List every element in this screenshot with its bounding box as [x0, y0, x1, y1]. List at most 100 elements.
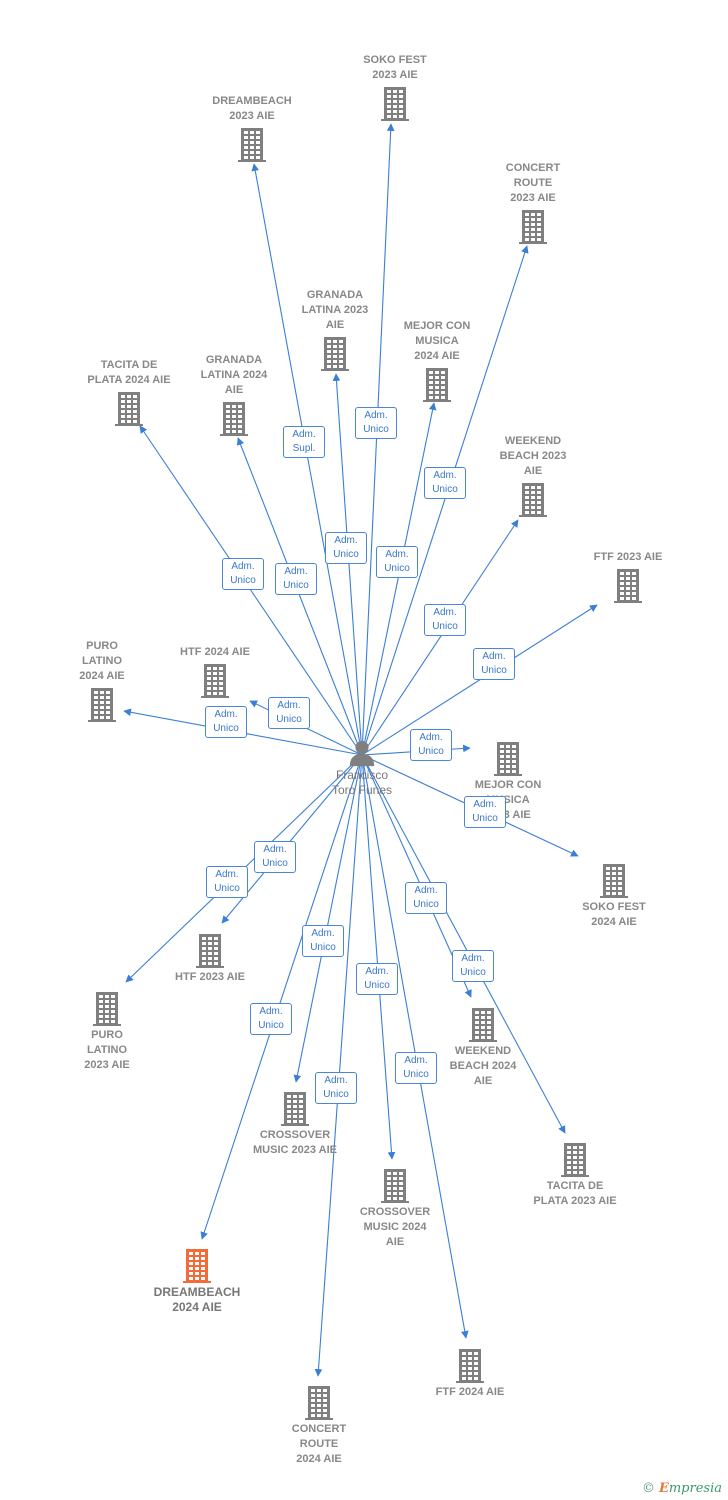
company-label: CONCERT ROUTE 2023 AIE — [505, 162, 561, 204]
company-label: PURO LATINO 2023 AIE — [84, 1029, 130, 1071]
relation-box-mejor-con-musica-2024[interactable]: Adm. Unico — [376, 546, 418, 578]
company-node-weekend-beach-2024[interactable]: WEEKEND BEACH 2024 AIE — [423, 1006, 543, 1089]
company-node-crossover-music-2023[interactable]: CROSSOVER MUSIC 2023 AIE — [235, 1090, 355, 1158]
company-node-tacita-de-plata-2024[interactable]: TACITA DE PLATA 2024 AIE — [69, 358, 189, 426]
brand-initial: E — [658, 1481, 669, 1496]
company-label: GRANADA LATINA 2024 AIE — [200, 354, 268, 396]
company-node-dreambeach-2023[interactable]: DREAMBEACH 2023 AIE — [192, 94, 312, 162]
relation-box-granada-latina-2023[interactable]: Adm. Unico — [325, 532, 367, 564]
relation-box-weekend-beach-2023[interactable]: Adm. Unico — [424, 604, 466, 636]
edge-granada-latina-2024 — [236, 437, 363, 756]
building-icon — [561, 1143, 589, 1177]
building-icon — [600, 864, 628, 898]
building-icon — [93, 992, 121, 1026]
company-node-soko-fest-2024[interactable]: SOKO FEST 2024 AIE — [554, 862, 674, 930]
edge-concert-route-2024 — [314, 754, 363, 1377]
building-icon — [469, 1008, 497, 1042]
person-node[interactable]: Francisco Toro Funes — [307, 738, 417, 798]
company-label: GRANADA LATINA 2023 AIE — [301, 289, 369, 331]
building-icon — [519, 483, 547, 517]
relation-box-ftf-2024[interactable]: Adm. Unico — [395, 1052, 437, 1084]
company-node-htf-2023[interactable]: HTF 2023 AIE — [150, 932, 270, 985]
company-label: FTF 2023 AIE — [593, 551, 663, 563]
company-node-htf-2024[interactable]: HTF 2024 AIE — [155, 645, 275, 698]
relation-box-crossover-music-2024[interactable]: Adm. Unico — [356, 963, 398, 995]
company-label: HTF 2024 AIE — [180, 646, 250, 658]
building-icon — [238, 128, 266, 162]
building-icon — [321, 337, 349, 371]
relation-box-concert-route-2023[interactable]: Adm. Unico — [424, 467, 466, 499]
company-node-mejor-con-musica-2024[interactable]: MEJOR CON MUSICA 2024 AIE — [377, 319, 497, 402]
relation-box-mejor-con-musica-2023[interactable]: Adm. Unico — [410, 729, 452, 761]
relation-box-ftf-2023[interactable]: Adm. Unico — [473, 648, 515, 680]
relation-box-tacita-de-plata-2024[interactable]: Adm. Unico — [222, 558, 264, 590]
relation-box-dreambeach-2023[interactable]: Adm. Supl. — [283, 426, 325, 458]
company-node-concert-route-2023[interactable]: CONCERT ROUTE 2023 AIE — [473, 161, 593, 244]
company-label: SOKO FEST 2023 AIE — [363, 54, 427, 81]
brand-name: mpresia — [668, 1481, 722, 1496]
company-node-weekend-beach-2023[interactable]: WEEKEND BEACH 2023 AIE — [473, 434, 593, 517]
building-icon — [614, 569, 642, 603]
relation-box-soko-fest-2024[interactable]: Adm. Unico — [464, 796, 506, 828]
company-node-ftf-2023[interactable]: FTF 2023 AIE — [568, 550, 688, 603]
building-icon — [88, 688, 116, 722]
company-label: FTF 2024 AIE — [435, 1386, 505, 1398]
building-icon — [381, 87, 409, 121]
company-node-soko-fest-2023[interactable]: SOKO FEST 2023 AIE — [335, 53, 455, 121]
edge-concert-route-2023 — [361, 245, 529, 756]
company-node-granada-latina-2023[interactable]: GRANADA LATINA 2023 AIE — [275, 288, 395, 371]
building-icon — [423, 368, 451, 402]
edge-crossover-music-2023 — [293, 754, 363, 1083]
edge-tacita-de-plata-2024 — [139, 425, 363, 756]
building-icon — [183, 1249, 211, 1283]
relation-box-crossover-music-2023[interactable]: Adm. Unico — [302, 925, 344, 957]
company-label: CROSSOVER MUSIC 2023 AIE — [253, 1129, 337, 1156]
company-label: TACITA DE PLATA 2024 AIE — [87, 359, 171, 386]
edge-crossover-music-2024 — [361, 754, 396, 1160]
edge-ftf-2023 — [361, 604, 598, 756]
company-node-dreambeach-2024[interactable]: DREAMBEACH 2024 AIE — [137, 1247, 257, 1315]
company-label: PURO LATINO 2024 AIE — [79, 640, 125, 682]
copyright-symbol: © — [641, 1481, 655, 1496]
company-label: MEJOR CON MUSICA 2024 AIE — [403, 320, 471, 362]
company-label: DREAMBEACH 2023 AIE — [212, 95, 292, 122]
relation-box-puro-latino-2024[interactable]: Adm. Unico — [205, 706, 247, 738]
company-label: TACITA DE PLATA 2023 AIE — [533, 1180, 617, 1207]
company-label: HTF 2023 AIE — [175, 971, 245, 983]
edge-tacita-de-plata-2023 — [361, 754, 566, 1134]
person-name: Francisco Toro Funes — [331, 768, 393, 797]
edge-weekend-beach-2023 — [361, 519, 519, 756]
relation-box-weekend-beach-2024[interactable]: Adm. Unico — [405, 882, 447, 914]
company-node-tacita-de-plata-2023[interactable]: TACITA DE PLATA 2023 AIE — [515, 1141, 635, 1209]
building-icon — [220, 402, 248, 436]
company-label: SOKO FEST 2024 AIE — [582, 901, 646, 928]
relation-box-tacita-de-plata-2023[interactable]: Adm. Unico — [452, 950, 494, 982]
person-icon — [349, 740, 375, 767]
building-icon — [115, 392, 143, 426]
brand-footer: ©Empresia — [642, 1481, 722, 1496]
relation-box-granada-latina-2024[interactable]: Adm. Unico — [275, 563, 317, 595]
building-icon — [494, 742, 522, 776]
building-icon — [305, 1386, 333, 1420]
company-node-ftf-2024[interactable]: FTF 2024 AIE — [410, 1347, 530, 1400]
building-icon — [196, 934, 224, 968]
company-label: DREAMBEACH 2024 AIE — [153, 1285, 241, 1314]
relation-box-htf-2023[interactable]: Adm. Unico — [254, 841, 296, 873]
edge-soko-fest-2023 — [361, 123, 395, 756]
building-icon — [281, 1092, 309, 1126]
company-node-puro-latino-2023[interactable]: PURO LATINO 2023 AIE — [47, 990, 167, 1073]
relation-box-dreambeach-2024[interactable]: Adm. Unico — [250, 1003, 292, 1035]
company-node-granada-latina-2024[interactable]: GRANADA LATINA 2024 AIE — [174, 353, 294, 436]
edge-ftf-2024 — [361, 754, 469, 1339]
relation-box-concert-route-2024[interactable]: Adm. Unico — [315, 1072, 357, 1104]
relation-box-soko-fest-2023[interactable]: Adm. Unico — [355, 407, 397, 439]
company-node-concert-route-2024[interactable]: CONCERT ROUTE 2024 AIE — [259, 1384, 379, 1467]
company-node-crossover-music-2024[interactable]: CROSSOVER MUSIC 2024 AIE — [335, 1167, 455, 1250]
company-node-puro-latino-2024[interactable]: PURO LATINO 2024 AIE — [42, 639, 162, 722]
relation-box-puro-latino-2023[interactable]: Adm. Unico — [206, 866, 248, 898]
edge-mejor-con-musica-2024 — [361, 402, 437, 756]
building-icon — [456, 1349, 484, 1383]
company-label: CROSSOVER MUSIC 2024 AIE — [359, 1206, 431, 1248]
relation-box-htf-2024[interactable]: Adm. Unico — [268, 697, 310, 729]
